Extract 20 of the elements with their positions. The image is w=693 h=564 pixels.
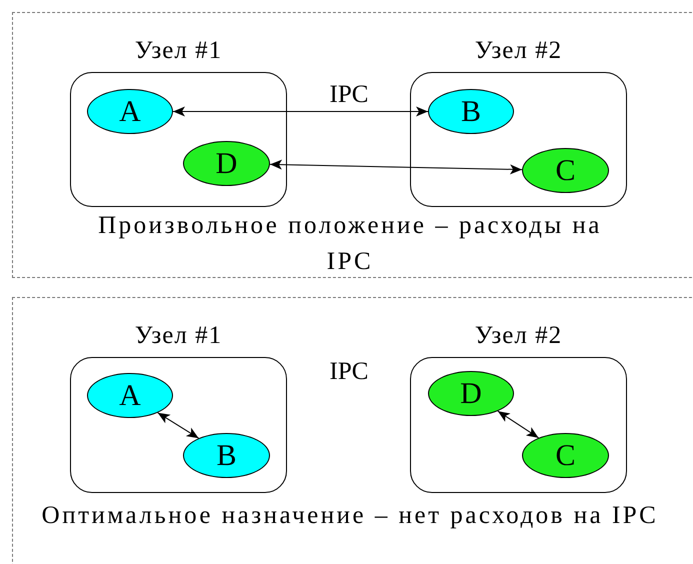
- process-ellipse: B: [428, 89, 514, 134]
- panel-caption: Оптимальное назначение – нет расходов на IPC: [40, 501, 660, 531]
- process-ellipse: B: [183, 433, 270, 478]
- arrow: [157, 412, 200, 439]
- panel-caption: Произвольное положение – расходы на IPC: [97, 211, 603, 277]
- ipc-label: IPC: [330, 358, 368, 386]
- edge-label: IPC: [330, 80, 368, 108]
- process-ellipse: A: [87, 89, 173, 134]
- node-heading: Узел #2: [474, 36, 564, 66]
- process-ellipse: D: [428, 371, 514, 416]
- node-heading: Узел #1: [134, 321, 224, 351]
- arrow: [497, 410, 540, 438]
- process-ellipse: C: [522, 433, 609, 478]
- arrow: [172, 106, 428, 116]
- process-ellipse: C: [522, 148, 609, 193]
- node-heading: Узел #2: [474, 321, 564, 351]
- node-heading: Узел #1: [134, 36, 224, 66]
- arrow: [269, 160, 523, 174]
- process-ellipse: D: [183, 141, 270, 186]
- process-ellipse: A: [87, 373, 173, 418]
